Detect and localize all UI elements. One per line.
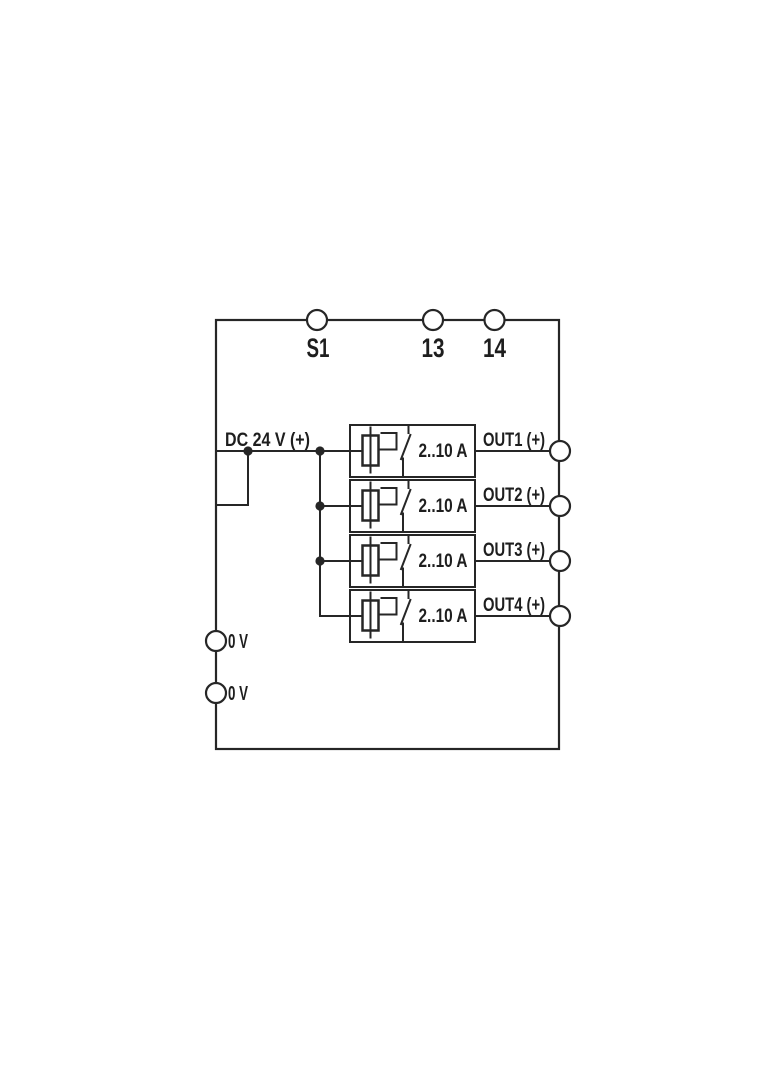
channel-2-rating: 2..10 A (419, 496, 468, 517)
feed-bus-wire (319, 451, 350, 617)
terminal-0v-2 (204, 681, 228, 705)
zero-volt-label-1: 0 V (228, 631, 248, 653)
terminal-out4 (548, 604, 572, 628)
junction-dot-icon (315, 501, 325, 511)
channel-1-rating: 2..10 A (419, 441, 468, 462)
input-feed-wiring (216, 450, 350, 617)
terminal-0v-1 (204, 629, 228, 653)
channel-3-rating: 2..10 A (419, 551, 468, 572)
module-frame (214, 318, 561, 751)
output-label-out2: OUT2 (+) (483, 485, 545, 506)
input-loop-wire (216, 451, 249, 506)
terminal-label-13: 13 (422, 333, 445, 363)
terminal-13 (421, 308, 445, 332)
junction-dot-icon (315, 446, 325, 456)
input-voltage-label: DC 24 V (+) (225, 430, 310, 451)
zero-volt-label-2: 0 V (228, 683, 248, 705)
output-label-out4: OUT4 (+) (483, 595, 545, 616)
terminal-14 (483, 308, 506, 332)
terminal-out3 (548, 549, 572, 573)
junction-dot-icon (315, 556, 325, 566)
output-label-out1: OUT1 (+) (483, 430, 545, 451)
terminal-out1 (548, 439, 572, 463)
terminal-label-14: 14 (483, 333, 506, 363)
terminal-out2 (548, 494, 572, 518)
channel-4-rating: 2..10 A (419, 606, 468, 627)
junction-dots (243, 446, 325, 566)
junction-dot-icon (243, 446, 253, 456)
terminal-s1 (305, 308, 329, 332)
output-label-out3: OUT3 (+) (483, 540, 545, 561)
terminal-label-s1: S1 (307, 333, 330, 363)
